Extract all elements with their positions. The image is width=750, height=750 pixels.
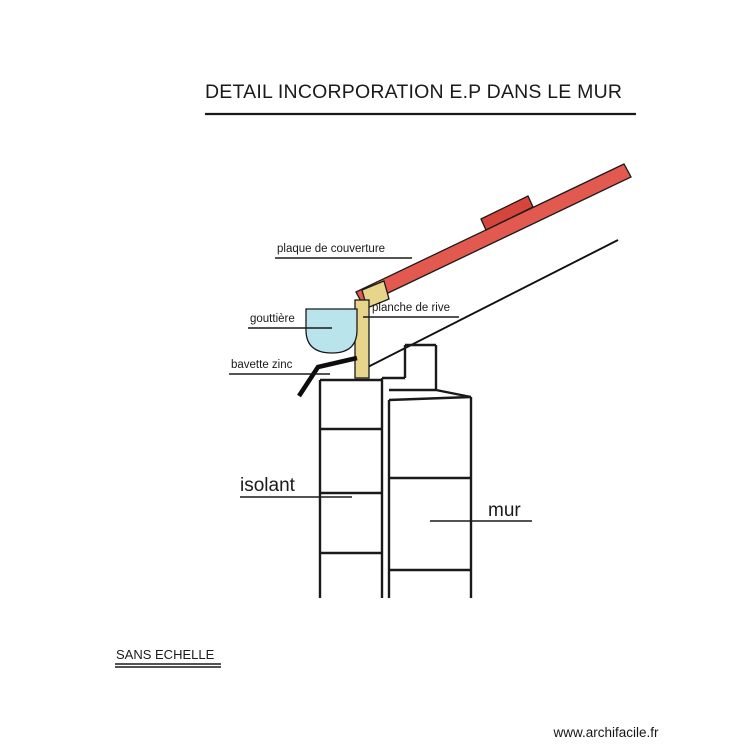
plaque-de-couverture-shape xyxy=(355,163,632,306)
callout-bavette-zinc: bavette zinc xyxy=(229,359,330,375)
bavette-zinc-shape xyxy=(297,355,358,398)
scale-note-block: SANS ECHELLE xyxy=(115,647,221,668)
callout-planche-de-rive: planche de rive xyxy=(363,302,459,318)
slope-line-lower xyxy=(357,239,619,373)
label-planche-de-rive: planche de rive xyxy=(372,302,450,314)
label-mur: mur xyxy=(488,500,521,521)
label-bavette-zinc: bavette zinc xyxy=(231,359,293,371)
roof-assembly xyxy=(355,163,632,373)
label-plaque-de-couverture: plaque de couverture xyxy=(277,243,385,255)
callout-gouttiere: gouttière xyxy=(248,313,332,329)
footer-block: www.archifacile.fr xyxy=(552,725,659,740)
gouttiere-group xyxy=(305,308,358,354)
plaque-recouvrement-shape xyxy=(480,195,534,231)
bavette-zinc-group xyxy=(297,355,358,398)
mur-top-edge xyxy=(388,395,472,402)
gouttiere-shape xyxy=(305,308,358,354)
label-isolant: isolant xyxy=(240,475,296,496)
page-title: DETAIL INCORPORATION E.P DANS LE MUR xyxy=(205,81,622,103)
scale-note: SANS ECHELLE xyxy=(116,647,215,662)
footer-watermark: www.archifacile.fr xyxy=(552,725,659,740)
wall-section-group xyxy=(318,343,473,598)
callout-isolant: isolant xyxy=(240,475,352,498)
title-block: DETAIL INCORPORATION E.P DANS LE MUR xyxy=(205,81,636,116)
callout-plaque-de-couverture: plaque de couverture xyxy=(275,243,412,259)
coffre-to-mur-edge xyxy=(435,388,472,399)
callout-mur: mur xyxy=(430,500,532,522)
label-gouttiere: gouttière xyxy=(250,313,295,325)
